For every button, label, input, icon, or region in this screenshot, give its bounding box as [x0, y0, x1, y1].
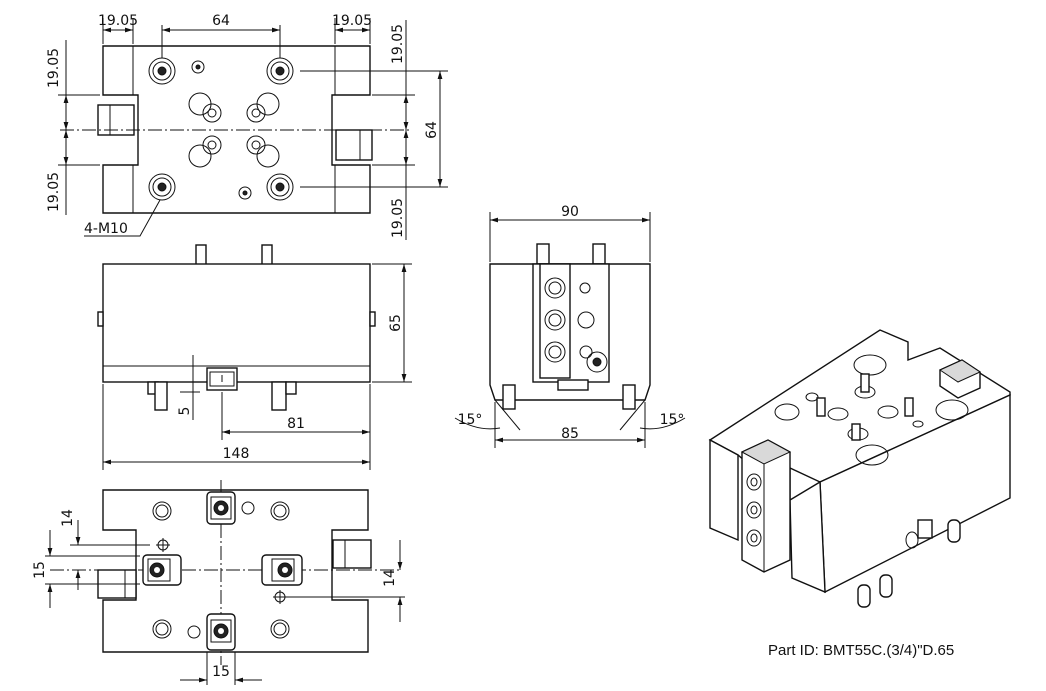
dim-5: 5 [177, 407, 193, 416]
clamp-screw [206, 491, 236, 525]
thread-callout: 4-M10 [84, 221, 128, 237]
dim-19-05: 19.05 [46, 48, 62, 88]
angle-15: 15° [660, 412, 685, 428]
m10-hole [148, 57, 176, 85]
dim-14: 14 [60, 509, 76, 527]
dim-15: 15 [32, 561, 48, 579]
dim-65: 65 [388, 314, 404, 332]
dim-85: 85 [561, 426, 579, 442]
side-view: 90 85 15° 15° [454, 204, 686, 448]
front-view: 65 5 81 148 [97, 244, 412, 470]
dim-14: 14 [382, 569, 398, 587]
dim-19-05: 19.05 [390, 24, 406, 64]
dim-64: 64 [212, 13, 230, 29]
isometric-view [708, 329, 1011, 608]
dim-19-05: 19.05 [332, 13, 372, 29]
clamp-screw [261, 554, 303, 586]
m10-hole [148, 173, 176, 201]
part-id-label: Part ID: BMT55C.(3/4)"D.65 [768, 642, 954, 659]
dim-15: 15 [212, 664, 230, 680]
dim-19-05: 19.05 [98, 13, 138, 29]
clamp-screw [206, 613, 236, 651]
dim-19-05: 19.05 [46, 172, 62, 212]
dim-64: 64 [424, 121, 440, 139]
clamp-screw [142, 554, 182, 586]
m10-hole [266, 57, 294, 85]
angle-15: 15° [458, 412, 483, 428]
dim-148: 148 [223, 446, 250, 462]
dim-19-05: 19.05 [390, 198, 406, 238]
top-view: 19.05 64 19.05 19.05 19.05 19.05 64 19.0… [46, 13, 448, 240]
dim-81: 81 [287, 416, 305, 432]
dim-90: 90 [561, 204, 579, 220]
bottom-view: 14 15 14 15 [32, 480, 405, 685]
m10-hole [266, 173, 294, 201]
